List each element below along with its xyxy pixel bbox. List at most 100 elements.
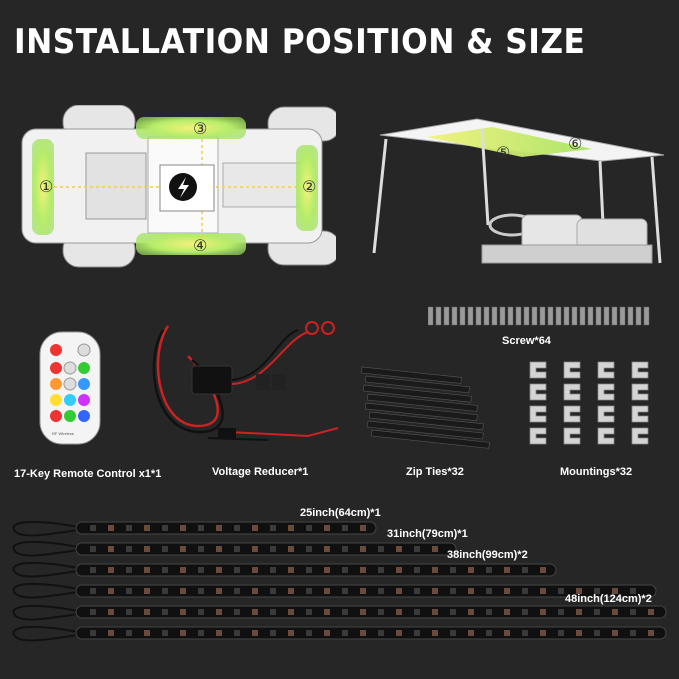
- position-5-marker: ⑤: [496, 143, 511, 162]
- led-chip: [216, 609, 222, 615]
- led-chip: [342, 546, 348, 552]
- led-chip: [234, 546, 240, 552]
- led-strips-illustration: [12, 520, 667, 642]
- led-chip: [288, 609, 294, 615]
- remote-control-illustration: [39, 331, 101, 445]
- led-chip: [594, 609, 600, 615]
- position-6-marker: ⑥: [568, 134, 583, 153]
- led-chip: [288, 546, 294, 552]
- led-chip: [144, 609, 150, 615]
- led-chip: [306, 609, 312, 615]
- led-chip: [450, 588, 456, 594]
- led-chip: [306, 546, 312, 552]
- led-chip: [468, 588, 474, 594]
- page-title: INSTALLATION POSITION & SIZE: [14, 22, 586, 62]
- led-chip: [108, 546, 114, 552]
- remote-label: 17-Key Remote Control x1*1: [14, 468, 162, 480]
- led-chip: [162, 567, 168, 573]
- led-chip: [216, 525, 222, 531]
- led-chip: [612, 609, 618, 615]
- led-chip: [576, 630, 582, 636]
- zip-ties-illustration: [361, 366, 490, 449]
- led-chip: [162, 630, 168, 636]
- led-chip: [144, 567, 150, 573]
- led-chip: [486, 609, 492, 615]
- led-chip: [306, 588, 312, 594]
- led-chip: [90, 546, 96, 552]
- led-chip: [270, 567, 276, 573]
- led-chip: [270, 609, 276, 615]
- screw-label: Screw*64: [502, 335, 551, 347]
- led-chip: [558, 630, 564, 636]
- led-chip: [180, 609, 186, 615]
- led-chip: [594, 588, 600, 594]
- led-chip: [270, 588, 276, 594]
- led-chip: [360, 567, 366, 573]
- led-chip: [360, 546, 366, 552]
- led-chip: [288, 630, 294, 636]
- led-chip: [648, 609, 654, 615]
- led-chip: [216, 630, 222, 636]
- led-chip: [126, 609, 132, 615]
- led-chip: [288, 525, 294, 531]
- remote-brand-text: RF Wireless: [52, 431, 74, 436]
- led-chip: [342, 630, 348, 636]
- led-chip: [504, 609, 510, 615]
- led-chip: [522, 630, 528, 636]
- led-chip: [180, 630, 186, 636]
- led-chip: [324, 525, 330, 531]
- led-chip: [378, 630, 384, 636]
- position-4-marker: ④: [193, 236, 208, 255]
- led-chip: [360, 630, 366, 636]
- led-chip: [342, 525, 348, 531]
- led-chip: [90, 630, 96, 636]
- led-chip: [396, 630, 402, 636]
- led-chip: [162, 546, 168, 552]
- led-chip: [612, 630, 618, 636]
- led-chip: [468, 630, 474, 636]
- led-chip: [306, 567, 312, 573]
- led-chip: [234, 630, 240, 636]
- led-chip: [108, 630, 114, 636]
- led-chip: [468, 567, 474, 573]
- led-chip: [108, 609, 114, 615]
- led-chip: [378, 609, 384, 615]
- strip-31-label: 31inch(79cm)*1: [387, 528, 468, 540]
- screws-illustration: [428, 306, 650, 326]
- led-chip: [522, 588, 528, 594]
- led-chip: [198, 609, 204, 615]
- led-chip: [108, 588, 114, 594]
- led-chip: [126, 525, 132, 531]
- led-chip: [414, 546, 420, 552]
- led-chip: [396, 588, 402, 594]
- led-chip: [306, 525, 312, 531]
- led-chip: [450, 630, 456, 636]
- led-chip: [558, 588, 564, 594]
- mountings-illustration: [529, 361, 649, 445]
- led-chip: [378, 588, 384, 594]
- led-chip: [378, 567, 384, 573]
- led-chip: [108, 525, 114, 531]
- led-chip: [216, 588, 222, 594]
- led-chip: [144, 546, 150, 552]
- led-chip: [234, 609, 240, 615]
- led-chip: [594, 630, 600, 636]
- led-chip: [216, 567, 222, 573]
- led-chip: [252, 609, 258, 615]
- led-chip: [648, 630, 654, 636]
- led-chip: [234, 525, 240, 531]
- led-chip: [576, 588, 582, 594]
- led-chip: [252, 588, 258, 594]
- led-chip: [162, 609, 168, 615]
- led-chip: [252, 630, 258, 636]
- led-chip: [450, 609, 456, 615]
- led-chip: [414, 588, 420, 594]
- led-chip: [306, 630, 312, 636]
- led-chip: [144, 525, 150, 531]
- led-chip: [90, 525, 96, 531]
- led-chip: [414, 567, 420, 573]
- led-chip: [504, 588, 510, 594]
- led-chip: [162, 588, 168, 594]
- led-chip: [198, 567, 204, 573]
- led-chip: [540, 588, 546, 594]
